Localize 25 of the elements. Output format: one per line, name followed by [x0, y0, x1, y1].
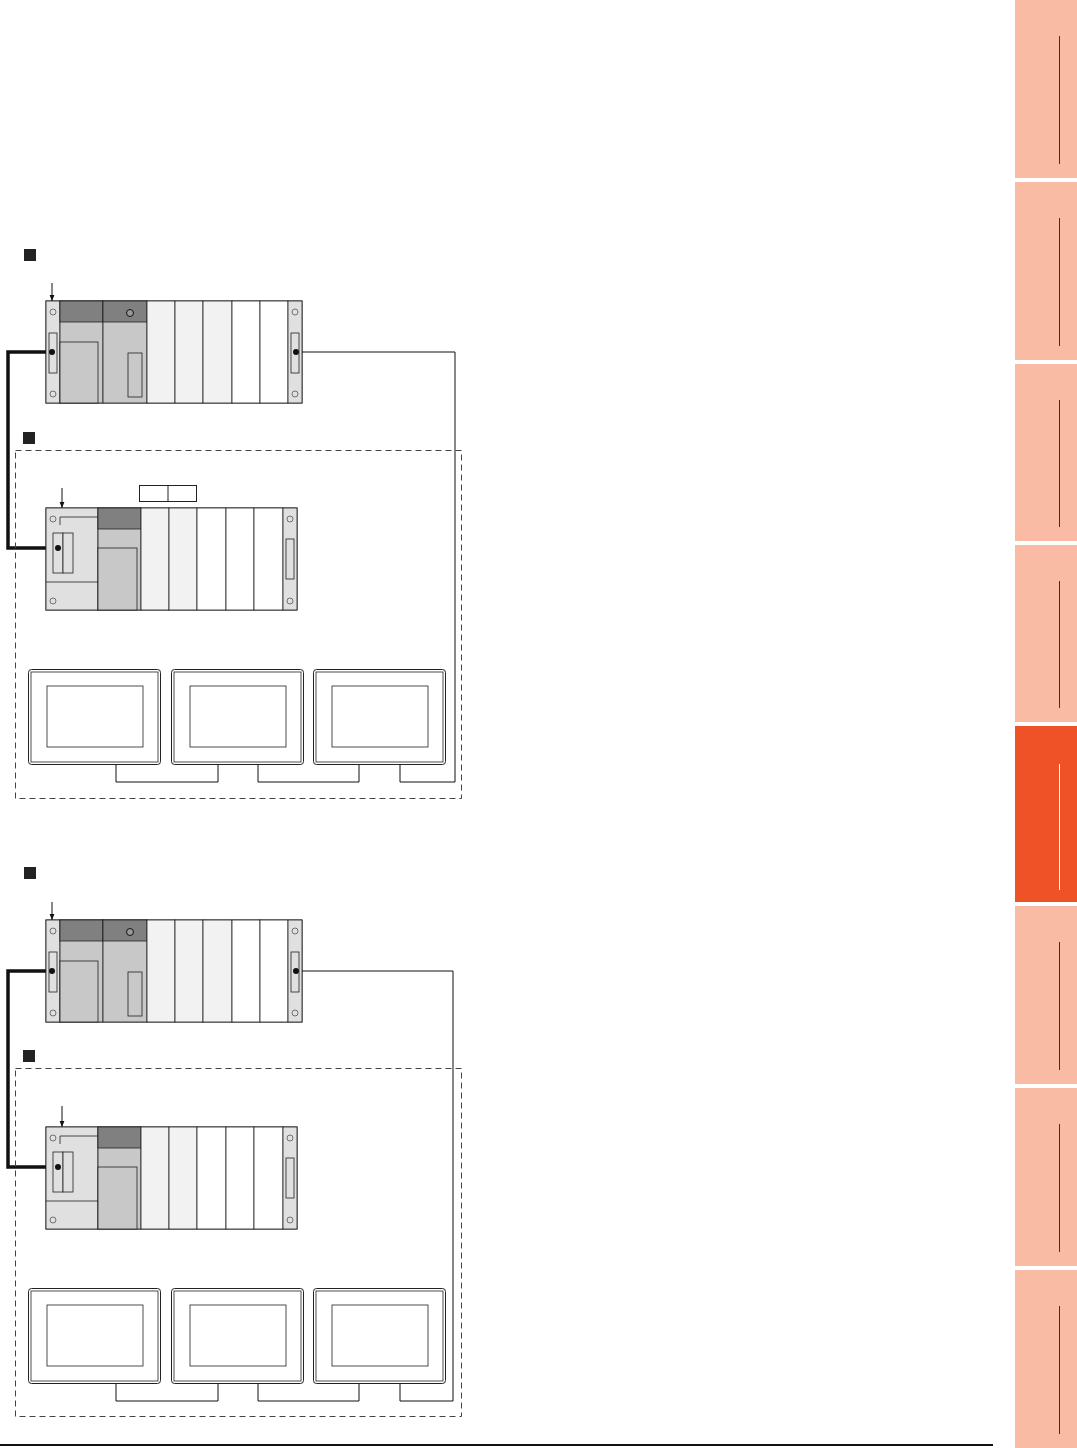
monitor-drawing — [28, 669, 161, 765]
extension-rack-drawing — [46, 1127, 297, 1229]
cable-line — [301, 970, 454, 1402]
cable-line — [257, 1383, 360, 1402]
cable-line — [6, 969, 46, 1169]
dashed-region — [15, 450, 462, 799]
monitor-drawing — [171, 1288, 304, 1384]
cable-line — [301, 351, 456, 783]
monitor-drawing — [313, 1288, 446, 1384]
arrow — [59, 1105, 65, 1128]
cable-line — [115, 764, 219, 783]
monitor-drawing — [171, 669, 304, 765]
monitor-drawing — [313, 669, 446, 765]
cable-line — [6, 350, 46, 550]
extension-rack-drawing — [46, 508, 297, 610]
plc-rack-drawing — [46, 920, 302, 1022]
cable-line — [257, 764, 360, 783]
arrow — [49, 282, 55, 302]
monitor-drawing — [28, 1288, 161, 1384]
cable-line — [115, 1383, 219, 1402]
dashed-region — [15, 1068, 462, 1417]
arrow — [49, 901, 55, 921]
arrow — [59, 487, 65, 509]
plc-rack-drawing — [46, 301, 302, 403]
two-cell-box — [139, 485, 197, 502]
